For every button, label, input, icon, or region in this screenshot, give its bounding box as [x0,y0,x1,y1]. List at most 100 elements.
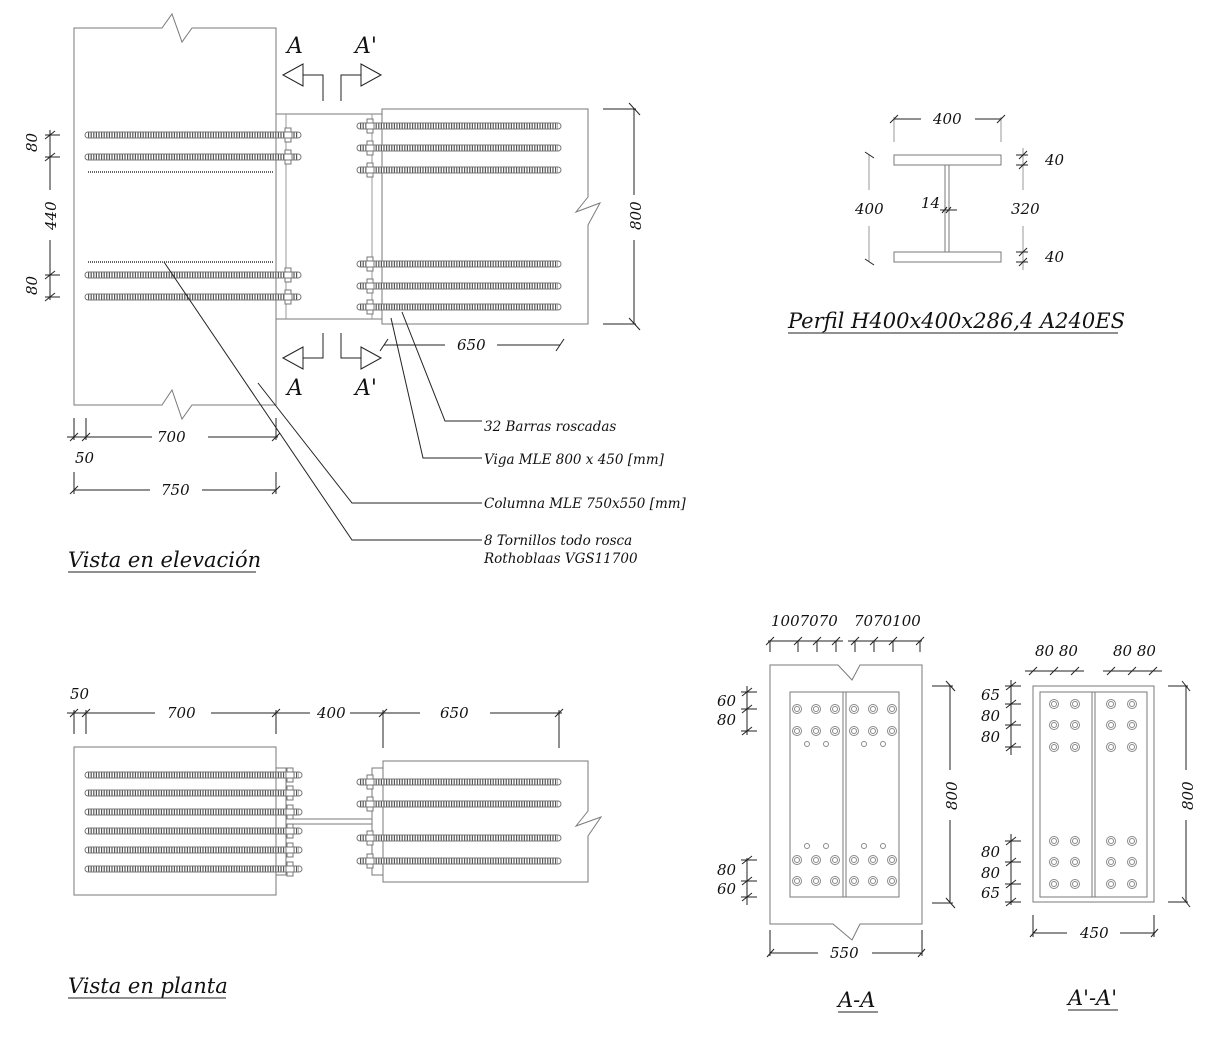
svg-text:80: 80 [717,711,737,729]
svg-text:80: 80 [717,861,737,879]
bolt [811,726,821,736]
svg-text:700: 700 [157,428,186,446]
section-arrow-a2-top [340,63,383,101]
screw-hole [880,741,886,747]
threaded-rod [356,162,562,178]
bolt [1106,742,1116,752]
svg-text:440: 440 [42,201,60,231]
washer [365,166,375,174]
dimension-tick [1005,836,1017,846]
bolt [1070,742,1080,752]
screw-hole [804,843,810,849]
bolt [1070,836,1080,846]
svg-text:60: 60 [717,880,737,898]
bolt [1070,857,1080,867]
section-mark-a-bottom: A [285,376,303,401]
elevation-view: A A' A A' 80 440 80 [23,12,687,573]
bolt [811,855,821,865]
bolt [1049,857,1059,867]
washer [365,122,375,130]
plan-column-rods [84,767,303,877]
bolt [1127,879,1137,889]
bolt [1127,699,1137,709]
svg-text:80: 80 [981,707,1001,725]
svg-text:400: 400 [854,200,884,218]
svg-text:400: 400 [316,704,346,722]
bolt [868,726,878,736]
bottom-flange [893,251,1002,263]
section-arrow-a-top [281,63,324,101]
washer [365,282,375,290]
bolt [1049,699,1059,709]
section-aa-bolts [792,704,897,886]
washer [365,800,375,808]
section-a2-a2: 80 80 80 80 65 80 80 80 80 65 800 450 [981,642,1197,1011]
washer [365,834,375,842]
svg-text:80: 80 [981,728,1001,746]
dimension-tick [1106,666,1116,676]
threaded-rod [84,149,302,165]
plan-view: 50 700 400 650 Vista en planta [67,685,603,999]
screw-hole [861,741,867,747]
washer [283,271,293,279]
dimension-tick [1005,720,1017,730]
section-aa-column [769,664,923,941]
svg-text:50: 50 [70,685,90,703]
callout-leaders [163,261,482,541]
dimension-tick [1005,681,1017,691]
screw-hole [861,843,867,849]
svg-text:65: 65 [981,686,1000,704]
section-a2-title: A'-A' [1066,986,1117,1010]
profile-title: Perfil H400x400x286,4 A240ES [787,309,1125,333]
washer [285,846,295,854]
threaded-rod [356,796,562,812]
bolt [1049,720,1059,730]
washer [365,144,375,152]
bolt [887,876,897,886]
beam-height-dimension: 800 [603,102,645,331]
bolt [792,855,802,865]
svg-text:80: 80 [981,843,1001,861]
threaded-rod [356,853,562,869]
threaded-rod [356,278,562,294]
section-aa-title: A-A [836,988,875,1012]
dimension-tick [812,636,822,646]
washer [365,260,375,268]
svg-text:80 80: 80 80 [1113,642,1156,660]
svg-text:320: 320 [1011,200,1040,218]
bolt [1106,699,1116,709]
screw-hole [804,741,810,747]
bolt [1070,720,1080,730]
section-arrow-a-bottom [281,333,324,370]
dimension-tick [1070,666,1080,676]
bolt [868,876,878,886]
svg-text:800: 800 [943,781,961,810]
svg-text:60: 60 [717,692,737,710]
dimension-tick [765,636,775,646]
section-mark-a2-bottom: A' [353,376,377,401]
callout-screws-line1: 8 Tornillos todo rosca [484,533,632,549]
threaded-rod [84,767,303,783]
top-flange [893,154,1002,166]
washer [285,789,295,797]
section-aa-dimensions: 1007070 7070100 60 80 80 60 800 [717,612,961,962]
bolt [868,704,878,714]
bolt [830,855,840,865]
svg-text:80: 80 [981,864,1001,882]
column-width-dimensions: 700 50 750 [67,418,281,499]
svg-text:65: 65 [981,884,1000,902]
threaded-rod [84,804,303,820]
bolt [1070,879,1080,889]
svg-text:40: 40 [1044,248,1065,266]
threaded-rod [84,823,303,839]
section-a-a: 1007070 7070100 60 80 80 60 800 [717,612,961,1013]
bolt [1070,699,1080,709]
section-arrow-a2-bottom [340,333,383,370]
beam-threaded-rods [356,118,562,315]
svg-text:650: 650 [457,336,486,354]
svg-text:80: 80 [23,132,41,152]
threaded-rod [356,774,562,790]
bolt [811,876,821,886]
dimension-tick [888,636,898,646]
